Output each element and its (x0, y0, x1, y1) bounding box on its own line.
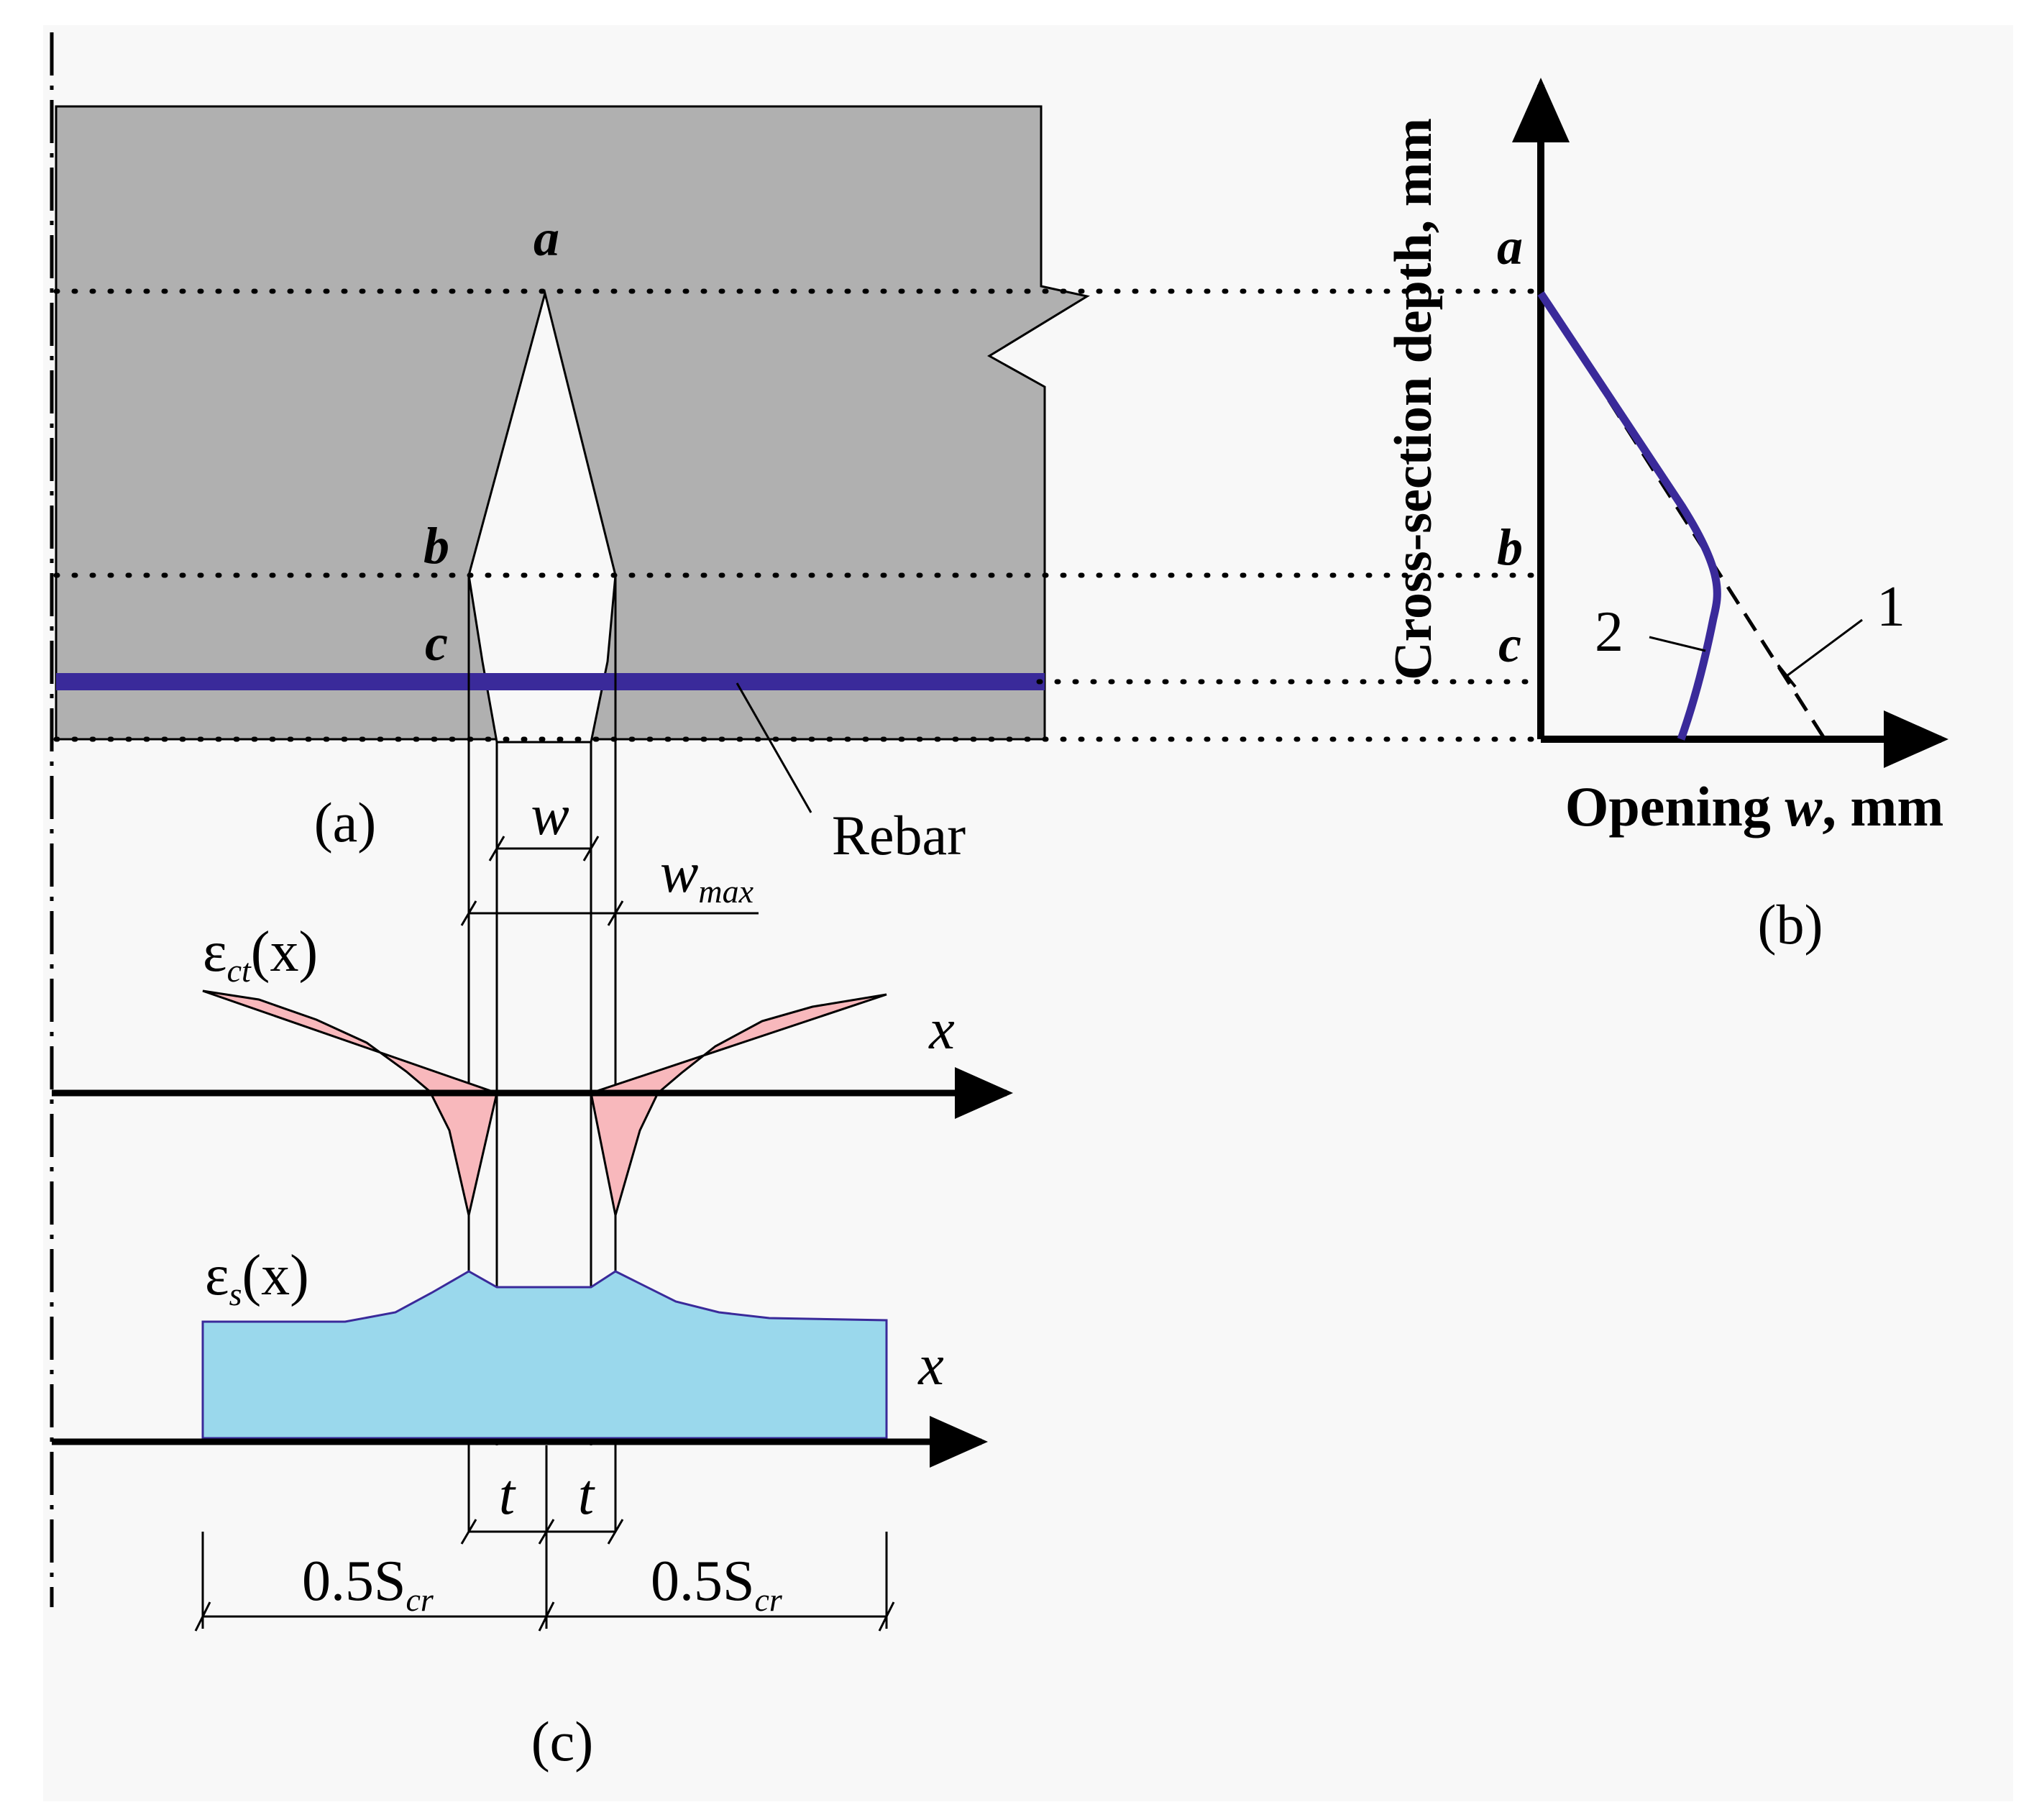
eps-ct-label: εct(x) (203, 920, 318, 989)
curve-2-measured (1537, 291, 1721, 741)
curve-2-label: 2 (1595, 600, 1623, 664)
graph-level-b: b (1497, 518, 1523, 576)
t-dimension (460, 1519, 624, 1545)
rebar-leader (736, 682, 812, 813)
curve-2-leader (1649, 636, 1706, 652)
beam-section (55, 105, 1090, 813)
opening-axis-label: Opening w, mm (1565, 775, 1944, 838)
curve-1-tick (1777, 664, 1797, 688)
crack-opening-graph (1512, 78, 1948, 768)
tension-strain-right (590, 993, 887, 1216)
curve-1-linear (1539, 292, 1827, 741)
panel-label-a: (a) (314, 791, 377, 854)
rebar-label: Rebar (832, 804, 966, 866)
curve-1-label: 1 (1877, 575, 1905, 639)
curve-1-leader (1786, 618, 1863, 677)
tension-strain-left (202, 989, 498, 1216)
half-spacing-dimension (194, 1601, 895, 1632)
graph-level-c: c (1498, 616, 1521, 673)
crack-shape (467, 289, 617, 744)
t-label-right: t (578, 1463, 595, 1527)
eps-s-label: εs(x) (205, 1244, 309, 1312)
panel-label-c: (c) (531, 1710, 594, 1773)
x-label-2: x (917, 1334, 944, 1397)
wmax-dimension (460, 900, 759, 926)
graph-level-a: a (1497, 218, 1523, 275)
steel-strain-area (201, 1270, 888, 1440)
half-spacing-label-right: 0.5Scr (651, 1550, 783, 1618)
x-label-1: x (928, 998, 955, 1061)
level-label-a: a (533, 209, 559, 267)
wmax-label: wmax (660, 841, 754, 910)
depth-axis-label: Cross-section depth, mm (1384, 118, 1443, 680)
half-spacing-label-left: 0.5Scr (302, 1550, 434, 1618)
w-label: w (531, 784, 569, 847)
level-label-b: b (423, 517, 449, 575)
w-dimension (488, 836, 600, 861)
panel-label-b: (b) (1758, 893, 1823, 956)
level-label-c: c (425, 614, 448, 672)
t-label-left: t (499, 1463, 516, 1527)
level-lines (53, 288, 1538, 742)
